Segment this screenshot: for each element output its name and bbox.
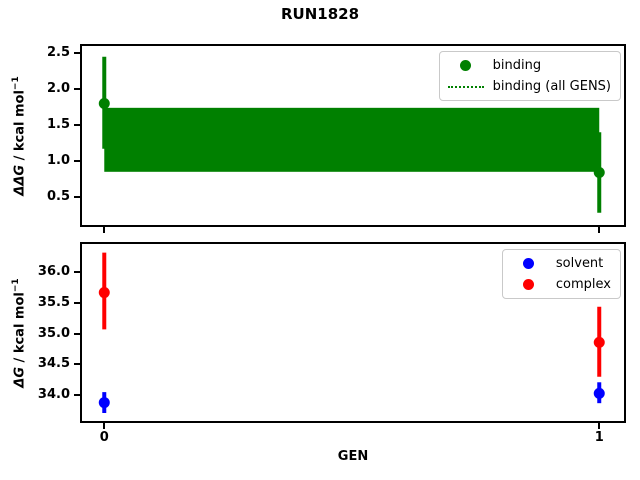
legend-item: binding (all GENS) bbox=[447, 76, 611, 97]
y-tick-label: 36.0 bbox=[37, 264, 70, 280]
bottom-y-axis-label: ΔG / kcal mol−1 bbox=[11, 233, 29, 433]
y-tick-label: 34.0 bbox=[37, 387, 70, 403]
y-tick-label: 2.5 bbox=[46, 45, 70, 61]
legend-handle bbox=[447, 85, 485, 88]
x-tick-mark bbox=[598, 227, 601, 233]
legend-dot-icon bbox=[523, 279, 535, 290]
x-tick-label: 1 bbox=[594, 430, 604, 445]
y-tick-mark bbox=[74, 394, 80, 397]
y-tick-label: 1.0 bbox=[46, 153, 70, 169]
y-tick-label: 1.5 bbox=[46, 117, 70, 133]
top-y-axis-label: ΔΔG / kcal mol−1 bbox=[11, 36, 29, 236]
legend-item-label: binding (all GENS) bbox=[492, 79, 611, 94]
y-tick-mark bbox=[74, 52, 80, 55]
legend-item-label: binding bbox=[492, 58, 542, 73]
x-axis-label: GEN bbox=[337, 449, 369, 464]
data-point-binding bbox=[593, 167, 605, 179]
y-tick-label: 35.5 bbox=[37, 295, 70, 310]
y-tick-label: 34.5 bbox=[37, 356, 70, 372]
legend-item: binding bbox=[447, 55, 611, 76]
data-point-solvent bbox=[593, 387, 605, 399]
data-point-complex bbox=[98, 287, 110, 299]
figure-title: RUN1828 bbox=[280, 5, 360, 23]
data-point-solvent bbox=[98, 397, 110, 409]
bottom-y-axis-symbol: ΔG bbox=[12, 366, 28, 388]
bottom-plot-area bbox=[98, 252, 605, 414]
y-tick-label: 35.0 bbox=[37, 325, 70, 341]
legend-dotted-line-icon bbox=[447, 85, 484, 88]
data-point-binding bbox=[98, 98, 110, 110]
y-tick-mark bbox=[74, 332, 80, 335]
bottom-y-axis-unit: / kcal mol bbox=[12, 291, 28, 367]
data-point-complex bbox=[593, 336, 605, 348]
legend-handle bbox=[510, 258, 548, 269]
y-tick-label: 0.5 bbox=[46, 188, 70, 204]
top-y-axis-unit: / kcal mol bbox=[12, 89, 28, 165]
top-plot-area bbox=[98, 56, 605, 213]
legend-handle bbox=[447, 60, 485, 71]
legend-dot-icon bbox=[460, 60, 472, 71]
y-tick-mark bbox=[74, 271, 80, 274]
top-legend: binding binding (all GENS) bbox=[438, 51, 621, 101]
y-tick-label: 2.0 bbox=[46, 81, 70, 97]
bottom-axes: solvent complex bbox=[80, 242, 626, 423]
y-tick-mark bbox=[74, 124, 80, 127]
top-y-axis-symbol: ΔΔG bbox=[12, 164, 28, 196]
x-tick-mark bbox=[598, 423, 601, 429]
y-tick-mark bbox=[74, 302, 80, 304]
legend-handle bbox=[510, 279, 548, 290]
y-tick-mark bbox=[74, 160, 80, 163]
bottom-y-axis-superscript: −1 bbox=[11, 277, 21, 292]
legend-item: complex bbox=[510, 274, 611, 295]
x-tick-label: 0 bbox=[99, 430, 109, 445]
top-axes: binding binding (all GENS) bbox=[80, 44, 626, 227]
y-tick-mark bbox=[74, 363, 80, 366]
y-tick-mark bbox=[74, 88, 80, 91]
y-tick-mark bbox=[74, 195, 80, 198]
x-tick-mark bbox=[103, 423, 106, 429]
legend-dot-icon bbox=[523, 258, 535, 269]
legend-item-label: solvent bbox=[555, 256, 604, 271]
confidence-band bbox=[104, 107, 600, 172]
legend-item: solvent bbox=[510, 253, 611, 274]
top-y-axis-superscript: −1 bbox=[11, 75, 21, 90]
x-tick-mark bbox=[103, 227, 106, 233]
legend-item-label: complex bbox=[555, 277, 611, 292]
bottom-legend: solvent complex bbox=[501, 249, 621, 299]
